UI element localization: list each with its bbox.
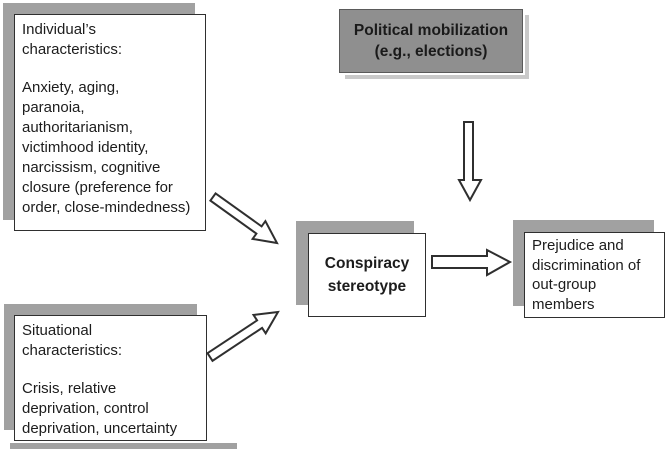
arrow-political-to-conspiracy-icon (457, 121, 483, 203)
arrow-situational-to-conspiracy-icon (206, 310, 280, 363)
situational-title: Situational characteristics: (22, 322, 123, 359)
arrow-conspiracy-to-prejudice-icon (431, 248, 513, 277)
political-mobilization-box: Political mobilization (e.g., elections) (337, 7, 525, 75)
prejudice-discrimination-box: Prejudice and discrimination of out-grou… (524, 232, 665, 318)
political-mobilization-label: Political mobilization (e.g., elections) (353, 22, 509, 60)
conspiracy-stereotype-box: Conspiracy stereotype (308, 233, 426, 317)
prejudice-discrimination-label: Prejudice and discrimination of out-grou… (532, 237, 641, 313)
conspiracy-stereotype-label: Conspiracy stereotype (324, 255, 410, 295)
individual-body: Anxiety, aging, paranoia, authoritariani… (22, 79, 191, 216)
individual-characteristics-box: Individual’s characteristics: Anxiety, a… (14, 14, 206, 231)
situational-body: Crisis, relative deprivation, control de… (22, 380, 178, 437)
situational-characteristics-box: Situational characteristics: Crisis, rel… (14, 315, 207, 441)
arrow-individual-to-conspiracy-icon (209, 192, 279, 245)
individual-title: Individual’s characteristics: (22, 21, 123, 58)
cropped-shadow-bar (10, 443, 237, 449)
